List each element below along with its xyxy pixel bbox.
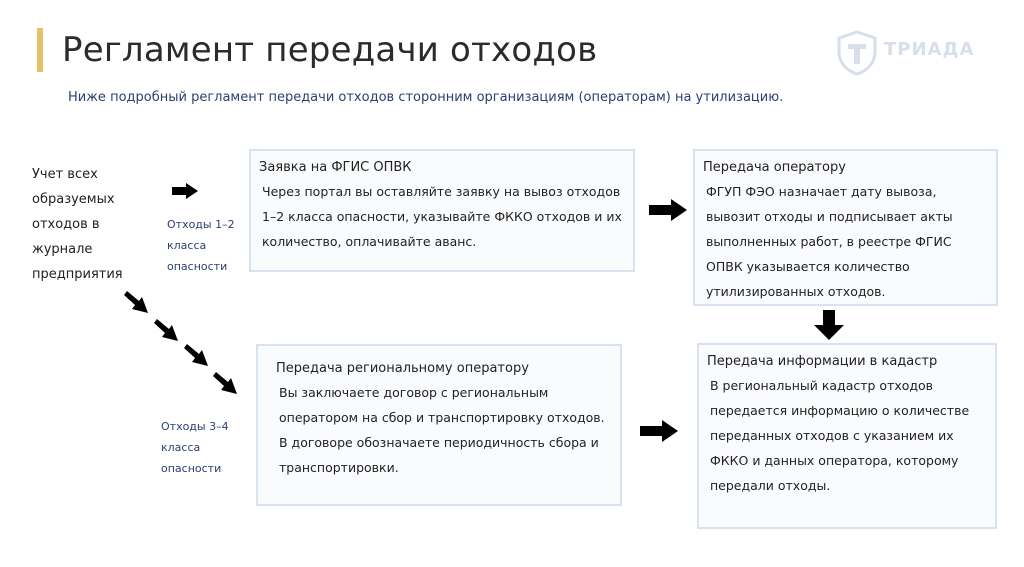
- arrow-diagonal-icon: [154, 319, 178, 341]
- arrow-right-icon: [640, 420, 678, 442]
- arrow-right-icon: [172, 183, 198, 199]
- arrow-right-icon: [649, 199, 687, 221]
- step-text: ФГУП ФЭО назначает дату вывоза, вывозит …: [706, 184, 953, 299]
- title-accent-bar: [37, 28, 43, 72]
- step-fgis-request: Заявка на ФГИС ОПВК Через портал вы оста…: [249, 149, 635, 272]
- step-text: Вы заключаете договор с региональным опе…: [279, 385, 605, 475]
- logo: ТРИАДА: [836, 30, 986, 76]
- arrow-down-icon: [814, 310, 844, 340]
- arrow-diagonal-icon: [124, 291, 148, 313]
- step-operator-transfer: Передача оператору ФГУП ФЭО назначает да…: [693, 149, 998, 306]
- page-title: Регламент передачи отходов: [62, 30, 598, 70]
- branch-label-class-1-2: Отходы 1–2 класса опасности: [167, 218, 235, 273]
- arrow-diagonal-icon: [213, 372, 237, 394]
- step-title: Передача оператору: [703, 160, 846, 175]
- step-regional-operator: Передача региональному оператору Вы закл…: [256, 344, 622, 506]
- branch-label-class-3-4: Отходы 3–4 класса опасности: [161, 420, 229, 475]
- shield-t-logo-icon: [837, 30, 877, 76]
- arrow-diagonal-icon: [184, 344, 208, 366]
- step-cadastre-info: Передача информации в кадастр В регионал…: [697, 343, 997, 529]
- step-title: Заявка на ФГИС ОПВК: [259, 160, 412, 175]
- step-text: В региональный кадастр отходов передаетс…: [710, 378, 970, 493]
- step-title: Передача информации в кадастр: [707, 354, 938, 369]
- page-subtitle: Ниже подробный регламент передачи отходо…: [68, 90, 784, 105]
- logo-text: ТРИАДА: [884, 39, 975, 60]
- step-text: Через портал вы оставляйте заявку на выв…: [262, 184, 622, 249]
- step-title: Передача региональному оператору: [276, 361, 529, 376]
- start-label: Учет всех образуемых отходов в журнале п…: [32, 167, 123, 282]
